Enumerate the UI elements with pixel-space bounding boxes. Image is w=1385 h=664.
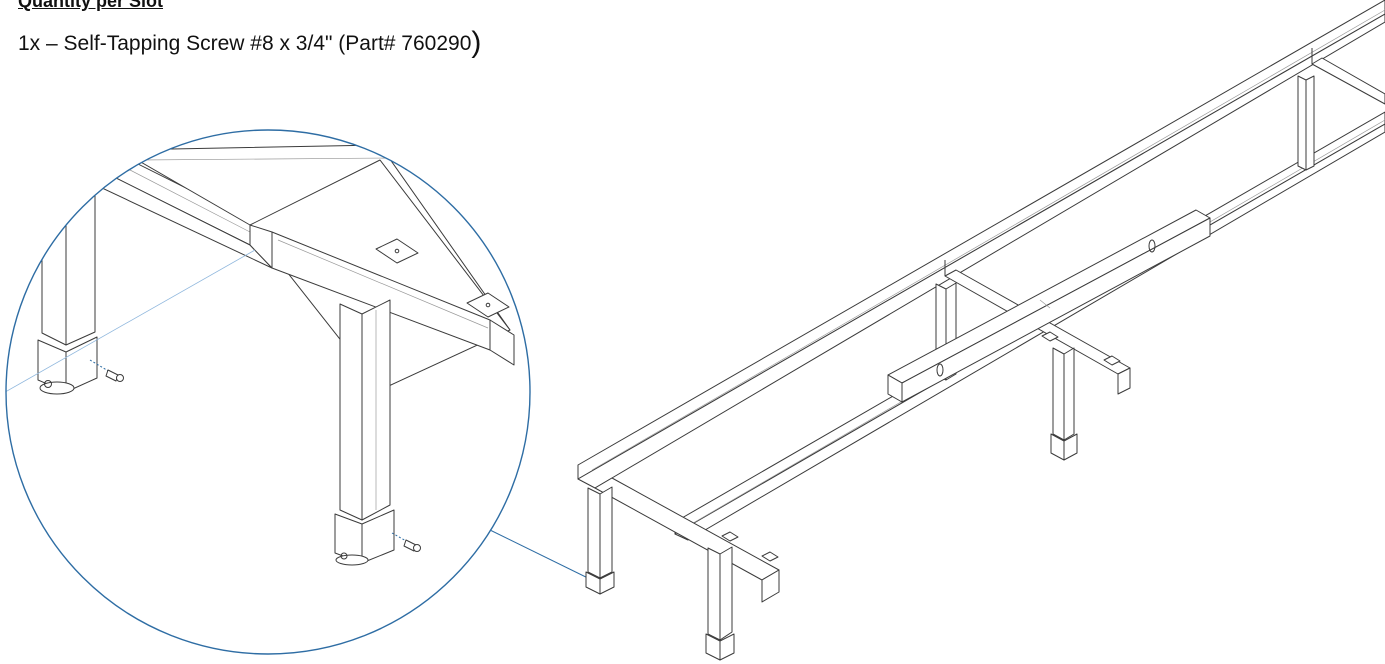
- frame-assembly: [577, 0, 1385, 661]
- parts-line: 1x – Self-Tapping Screw #8 x 3/4" (Part#…: [18, 26, 481, 60]
- detail-callout-circle: [5, 129, 531, 655]
- parts-line-close: ): [471, 26, 482, 59]
- detail-view: [6, 130, 515, 566]
- parts-line-text: 1x – Self-Tapping Screw #8 x 3/4" (Part#…: [18, 32, 472, 55]
- detail-leader-line: [489, 529, 597, 583]
- quantity-heading: Quantity per Slot: [18, 0, 164, 11]
